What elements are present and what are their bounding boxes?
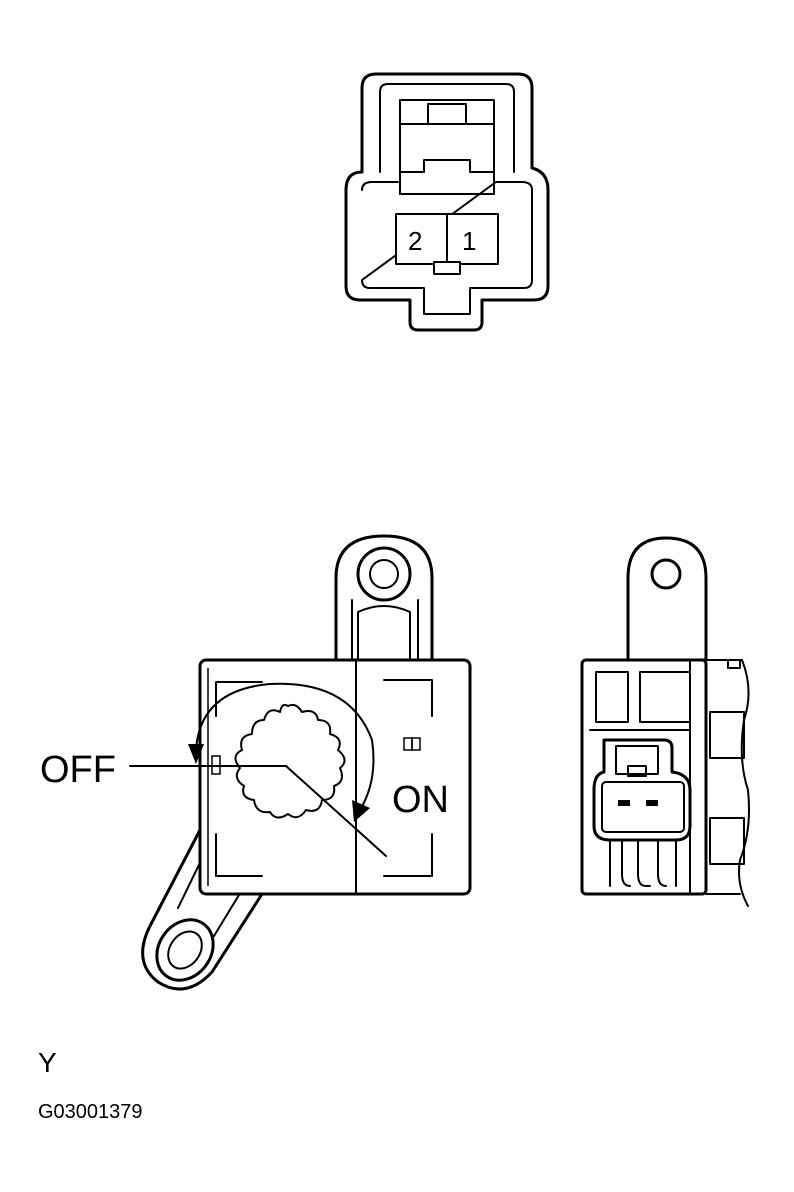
side-mount-hole	[650, 558, 682, 590]
side-window-left	[595, 671, 629, 723]
off-tick-mark	[211, 755, 221, 775]
upper-mount-hole-inner	[369, 559, 399, 589]
side-pin-2	[646, 800, 658, 806]
side-connector-latch-tab	[627, 765, 647, 777]
side-pin-1	[618, 800, 630, 806]
upper-tab-slot	[357, 605, 411, 661]
switch-front-view: OFF ON	[40, 534, 472, 991]
switch-side-view	[580, 536, 750, 907]
connector-face-view: 2 1	[344, 72, 550, 332]
latch-tab	[427, 103, 467, 125]
view-letter: Y	[38, 1047, 57, 1078]
pin-1-label: 1	[462, 226, 476, 256]
lower-arm-rib-2	[213, 889, 243, 937]
bracket-bottom-left	[215, 833, 263, 877]
latch-outer	[399, 99, 495, 195]
side-window-right	[639, 671, 691, 723]
side-rib-block-lower	[709, 817, 745, 865]
bracket-top-right	[383, 679, 433, 717]
side-connector-latch	[615, 745, 659, 775]
spline-gear-socket	[234, 703, 346, 819]
side-lead-left	[609, 839, 631, 887]
pin-2-label: 2	[408, 226, 422, 256]
side-connector-face	[601, 781, 685, 833]
lower-mount-hole-inner	[167, 930, 203, 970]
side-connector-outer	[592, 738, 692, 842]
lower-mount-hole-outer	[155, 918, 215, 982]
on-label: ON	[392, 779, 449, 821]
off-arrowhead	[188, 744, 204, 764]
detent-mark-right	[411, 737, 421, 751]
rotation-arc	[195, 682, 375, 811]
side-lead-right	[657, 839, 677, 887]
connector-outer-body	[344, 72, 550, 332]
off-pointer-line	[285, 765, 387, 857]
connector-inner-outline	[379, 83, 515, 173]
off-label: OFF	[40, 749, 116, 791]
bracket-bottom-right	[383, 833, 433, 877]
side-break-line	[705, 659, 750, 907]
side-lead-center	[637, 839, 651, 887]
figure-code: G03001379	[38, 1101, 143, 1123]
side-rib-block-upper	[709, 711, 745, 759]
upper-mount-hole-outer	[356, 546, 412, 602]
side-mount-tab	[626, 536, 708, 662]
side-top-notch	[727, 659, 741, 669]
latch-step	[399, 159, 495, 173]
pin-key	[433, 261, 461, 275]
connector-housing-inner	[361, 181, 533, 315]
on-arrowhead	[352, 800, 370, 822]
